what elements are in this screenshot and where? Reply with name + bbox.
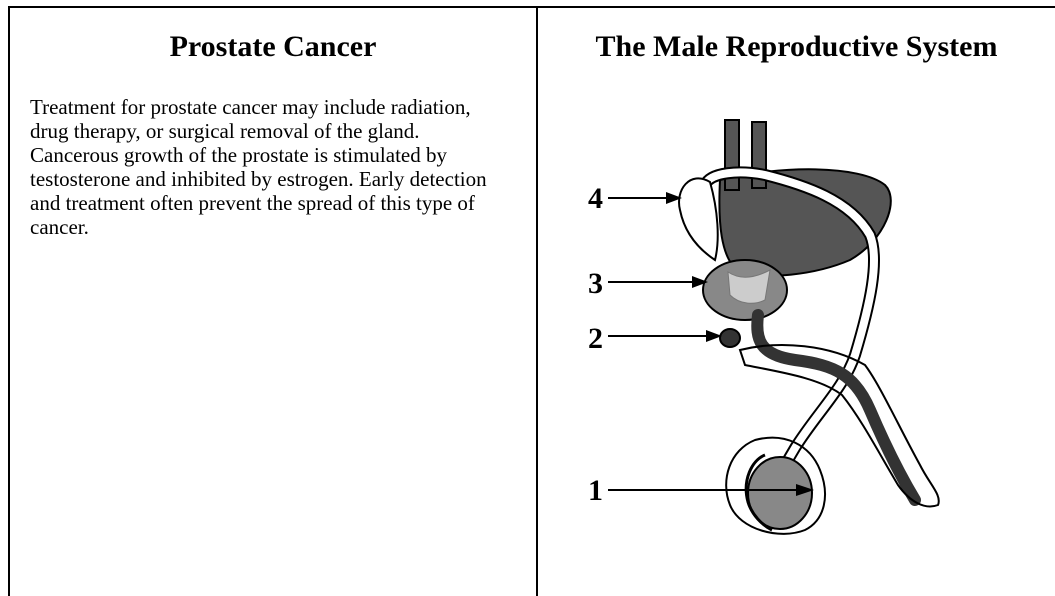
bulbourethral-gland <box>720 329 740 347</box>
top-border <box>8 6 1055 8</box>
label-3: 3 <box>588 267 603 300</box>
label-1: 1 <box>588 474 603 507</box>
left-panel-title: Prostate Cancer <box>10 30 536 64</box>
reproductive-system-diagram: 4 3 2 1 <box>580 110 980 550</box>
left-border <box>8 6 10 596</box>
ureter-left <box>725 120 739 190</box>
seminal-vesicle <box>679 178 718 260</box>
label-2: 2 <box>588 322 603 355</box>
diagram-svg: 4 3 2 1 <box>580 110 980 550</box>
left-panel-body: Treatment for prostate cancer may includ… <box>30 95 500 239</box>
label-4: 4 <box>588 182 603 215</box>
right-panel-title: The Male Reproductive System <box>538 30 1055 64</box>
column-divider <box>536 6 538 596</box>
